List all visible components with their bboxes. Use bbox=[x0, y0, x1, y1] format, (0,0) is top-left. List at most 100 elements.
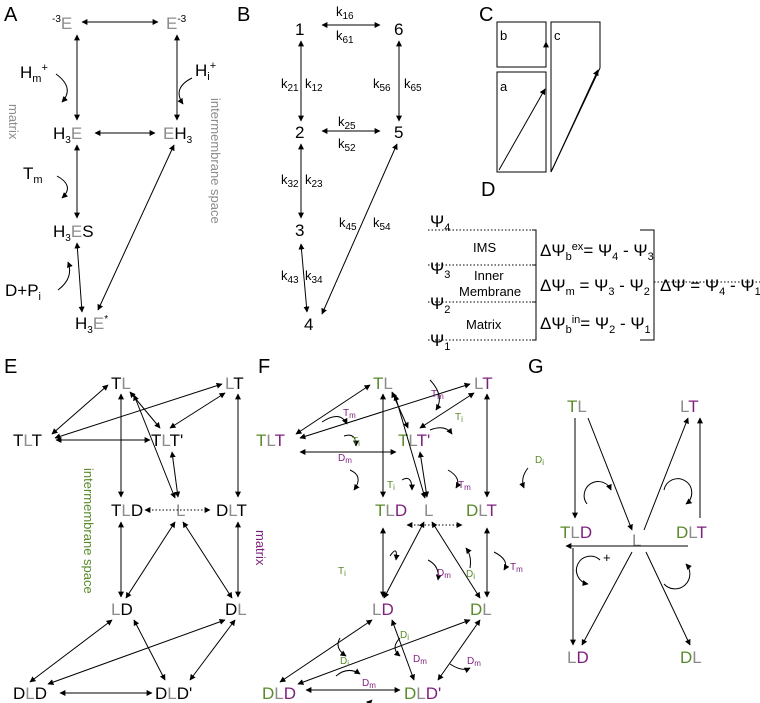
rate-f-ti-2: Ti bbox=[455, 412, 463, 424]
label-intermembrane-space-vertical: intermembrane space bbox=[208, 98, 223, 224]
state-g-lt: LT bbox=[680, 397, 699, 416]
eq-delta-psi-b-ex: ΔΨbex= Ψ4 - Ψ3 bbox=[540, 241, 654, 263]
state-h3e-star: H3E* bbox=[75, 314, 108, 336]
state-g-dlt: DLT bbox=[676, 523, 707, 542]
rate-f-ti-4: Ti bbox=[338, 566, 346, 578]
rate-k54: k54 bbox=[373, 215, 391, 233]
state-e-tlt: TLT bbox=[13, 431, 42, 450]
label-matrix-vertical: matrix bbox=[6, 104, 21, 140]
label-hi-plus: Hi+ bbox=[195, 60, 216, 83]
box-c bbox=[550, 21, 601, 173]
state-g-ld: LD bbox=[567, 648, 589, 667]
label-c: c bbox=[554, 28, 561, 43]
label-inner: Inner bbox=[474, 268, 504, 283]
state-g-tld: TLD bbox=[560, 523, 592, 542]
label-d-plus-pi: D+Pi bbox=[5, 281, 41, 303]
label-g-plus: + bbox=[603, 550, 611, 565]
label-tm: Tm bbox=[23, 164, 43, 186]
rate-k65: k65 bbox=[404, 76, 422, 94]
node-2: 2 bbox=[295, 123, 304, 142]
rate-k16: k16 bbox=[336, 4, 354, 22]
panel-a-diagram: -3E E-3 H3E EH3 H3ES H3E* Hm+ Hi+ Tm D+P… bbox=[5, 14, 223, 336]
panel-label-c: C bbox=[479, 4, 493, 26]
rate-f-di-1: Di bbox=[535, 455, 544, 467]
psi-1: Ψ1 bbox=[430, 331, 450, 353]
rate-k52: k52 bbox=[338, 136, 356, 154]
rate-k61: k61 bbox=[336, 28, 354, 46]
state-e-lt: LT bbox=[225, 374, 244, 393]
rate-f-dm-5: Dm bbox=[362, 678, 376, 690]
panel-g-diagram: TL LT TLD L DLT LD DL + bbox=[560, 397, 707, 667]
state-e-tl: TL bbox=[111, 374, 131, 393]
rate-f-tm-1: Tm bbox=[343, 408, 356, 420]
panel-e-diagram: TL LT TLT TLT' TLD L DLT LD DL DLD DLD' bbox=[13, 374, 268, 703]
rate-k56: k56 bbox=[373, 76, 391, 94]
psi-3: Ψ3 bbox=[430, 259, 450, 281]
rate-f-di-2: Di bbox=[466, 569, 475, 581]
state-g-dl: DL bbox=[680, 648, 702, 667]
label-a: a bbox=[500, 79, 508, 94]
rate-f-di-4: Di bbox=[340, 656, 349, 668]
state-h3es: H3ES bbox=[53, 222, 94, 244]
node-4: 4 bbox=[304, 315, 313, 334]
state-f-l: L bbox=[424, 501, 433, 520]
label-e-matrix: matrix bbox=[253, 530, 268, 566]
state-f-ld: LD bbox=[372, 600, 394, 619]
panel-label-d: D bbox=[481, 179, 495, 201]
state-h3e: H3E bbox=[53, 124, 82, 146]
state-e-minus3-right: E-3 bbox=[166, 14, 187, 33]
panel-label-a: A bbox=[4, 4, 18, 26]
label-b: b bbox=[500, 28, 507, 43]
state-e-tld: TLD bbox=[111, 501, 143, 520]
box-a bbox=[496, 71, 547, 173]
state-f-tlt-prime: TLT' bbox=[398, 431, 430, 450]
rate-f-tm-2: Tm bbox=[431, 389, 444, 401]
panel-c-diagram: b a c bbox=[496, 21, 601, 173]
psi-4: Ψ4 bbox=[430, 212, 450, 234]
rate-k32: k32 bbox=[281, 172, 299, 190]
state-f-tlt: TLT bbox=[256, 431, 285, 450]
panel-label-e: E bbox=[4, 356, 17, 378]
state-f-tl: TL bbox=[373, 374, 393, 393]
label-hm-plus: Hm+ bbox=[20, 62, 48, 85]
rate-f-tm-3: Tm bbox=[458, 480, 471, 492]
node-3: 3 bbox=[295, 221, 304, 240]
panel-label-f: F bbox=[258, 356, 270, 378]
eq-delta-psi-b-in: ΔΨbin= Ψ2 - Ψ1 bbox=[540, 314, 651, 336]
rate-k34: k34 bbox=[305, 268, 323, 286]
rate-f-dm-4: Dm bbox=[467, 656, 481, 668]
panel-b-diagram: 1 6 2 5 3 4 k16 k61 k21 k12 k56 k65 k25 … bbox=[281, 4, 422, 334]
node-1: 1 bbox=[295, 20, 304, 39]
panel-f-diagram: TL LT TLT TLT' TLD L DLT LD DL DLD DLD' bbox=[256, 374, 544, 703]
node-5: 5 bbox=[394, 123, 403, 142]
rate-f-tm-4: Tm bbox=[510, 562, 523, 574]
state-e-minus3-left: -3E bbox=[52, 14, 72, 33]
label-ims: IMS bbox=[473, 240, 496, 255]
psi-2: Ψ2 bbox=[430, 294, 450, 316]
rate-k23: k23 bbox=[305, 172, 323, 190]
rate-f-di-3: Di bbox=[400, 630, 409, 642]
label-matrix: Matrix bbox=[466, 317, 502, 332]
state-e-dlt: DLT bbox=[216, 501, 247, 520]
state-e-dld-prime: DLD' bbox=[155, 684, 192, 703]
rate-f-ti-3: Ti bbox=[387, 480, 395, 492]
label-membrane: Membrane bbox=[459, 284, 521, 299]
rate-k21: k21 bbox=[281, 76, 299, 94]
rate-f-dm-3: Dm bbox=[413, 654, 427, 666]
eq-delta-psi-total: ΔΨ = Ψ4 - Ψ1 bbox=[660, 276, 760, 298]
state-f-dlt: DLT bbox=[466, 501, 497, 520]
state-e-dld: DLD bbox=[13, 684, 47, 703]
rate-k45: k45 bbox=[339, 215, 357, 233]
rate-k43: k43 bbox=[281, 268, 299, 286]
eq-delta-psi-m: ΔΨm = Ψ3 - Ψ2 bbox=[540, 276, 650, 298]
rate-k12: k12 bbox=[305, 76, 323, 94]
state-f-dld-prime: DLD' bbox=[404, 684, 441, 703]
state-e-dl: DL bbox=[225, 600, 247, 619]
rate-f-dm-1: Dm bbox=[338, 453, 352, 465]
state-g-tl: TL bbox=[567, 397, 587, 416]
state-f-lt: LT bbox=[474, 374, 493, 393]
rate-f-ti-1: Ti bbox=[352, 436, 360, 448]
state-e-ld: LD bbox=[111, 600, 133, 619]
state-f-dld: DLD bbox=[262, 684, 296, 703]
